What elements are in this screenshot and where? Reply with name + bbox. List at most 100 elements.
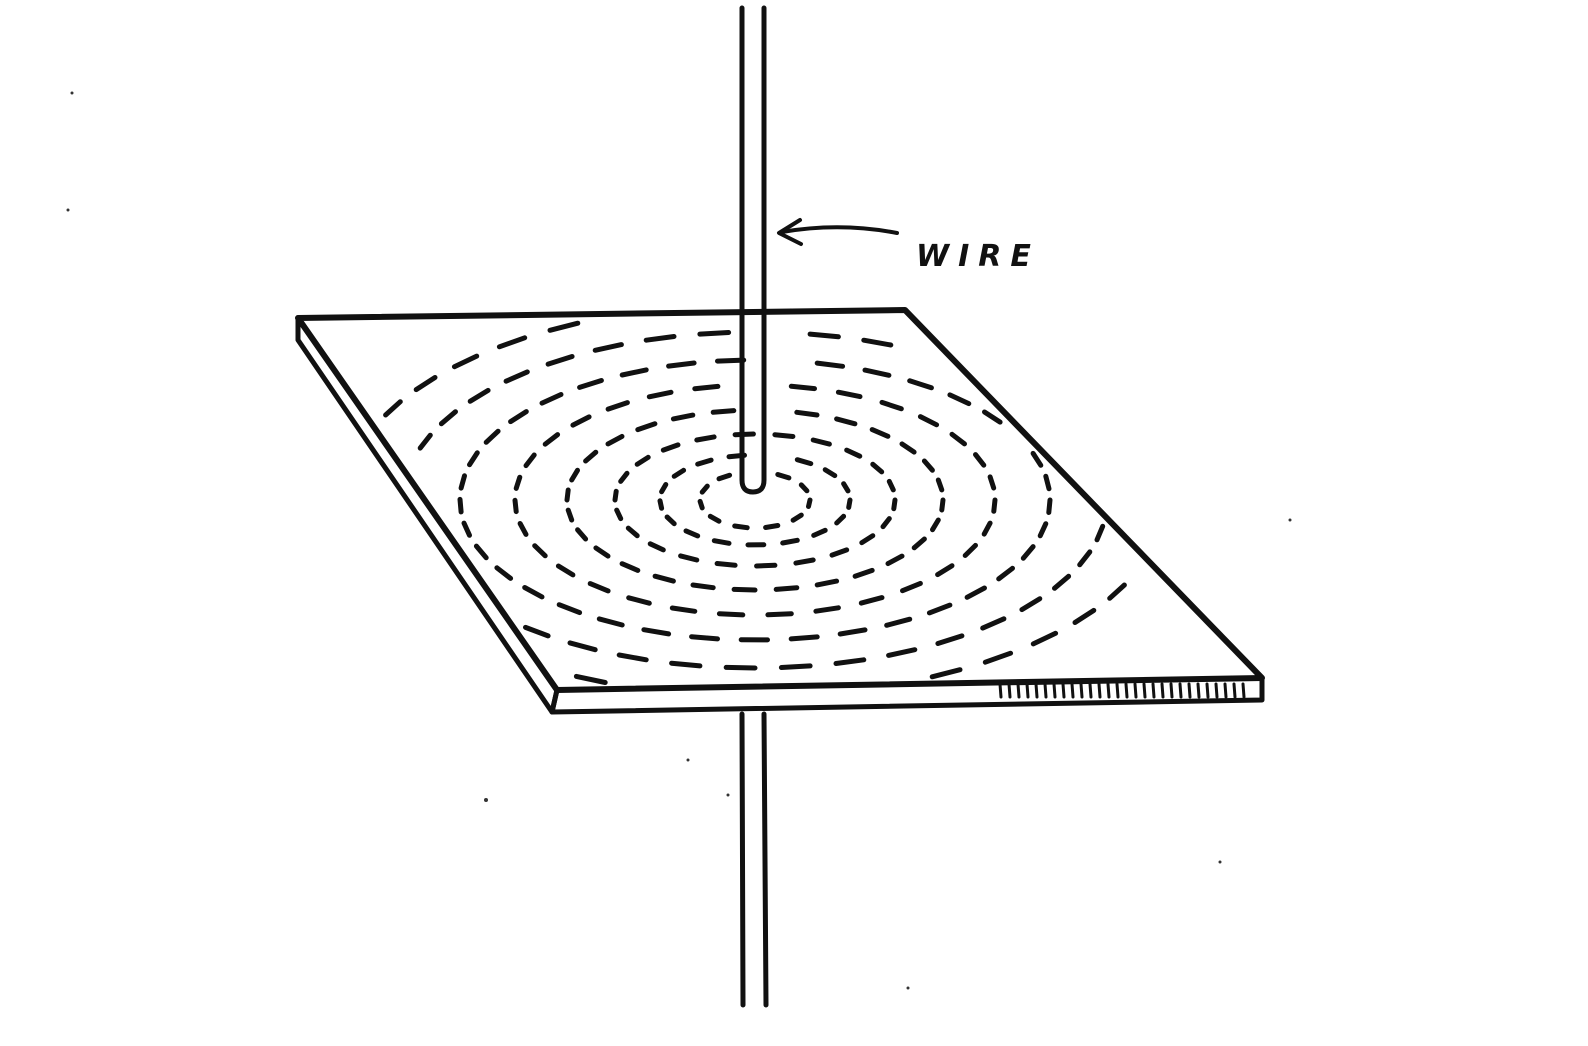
filing-dash xyxy=(461,520,472,538)
filing-dash xyxy=(547,320,581,333)
filing-dash xyxy=(467,450,480,468)
filing-dash xyxy=(545,354,575,367)
filing-dash xyxy=(962,542,978,558)
edge-hatch-stroke xyxy=(1133,682,1138,699)
filing-dash xyxy=(964,585,987,600)
filing-dash xyxy=(732,523,750,531)
filing-dash xyxy=(716,611,746,618)
filing-dash xyxy=(596,616,625,628)
filing-dash xyxy=(697,330,732,337)
filing-dash xyxy=(695,457,714,467)
filing-dash xyxy=(592,342,624,353)
filing-dash xyxy=(935,633,965,646)
filing-dash xyxy=(765,611,794,618)
filing-dash xyxy=(513,474,523,491)
board-edge-hatching xyxy=(998,682,1246,699)
filing-dash xyxy=(949,431,967,447)
wire-lower-right-line xyxy=(761,711,769,1008)
filing-dash xyxy=(692,383,721,392)
edge-hatch-stroke xyxy=(1142,682,1147,699)
filing-dash xyxy=(659,482,669,495)
iron-filings-pattern xyxy=(383,320,1127,685)
filing-dash xyxy=(907,378,934,391)
filing-dash xyxy=(689,634,720,642)
filing-dash xyxy=(982,409,1003,425)
filing-dash xyxy=(715,357,747,364)
edge-hatch-stroke xyxy=(998,682,1003,699)
filing-dash xyxy=(697,498,705,511)
filing-dash xyxy=(1052,573,1072,591)
filing-dash xyxy=(921,458,935,473)
filing-dash xyxy=(641,627,672,637)
filing-dash xyxy=(711,538,732,546)
filing-dash xyxy=(523,452,537,469)
filing-dash xyxy=(532,543,548,559)
wire-upper-segment xyxy=(739,5,767,495)
filing-dash xyxy=(788,383,817,392)
filing-dash xyxy=(619,367,649,378)
filing-dash xyxy=(413,375,438,393)
filing-dash xyxy=(716,472,733,482)
filing-dash xyxy=(1077,549,1093,568)
filing-dash xyxy=(1037,521,1049,539)
edge-hatch-stroke xyxy=(1016,682,1021,699)
edge-hatch-stroke xyxy=(1025,682,1030,699)
filing-dash xyxy=(1107,582,1127,601)
filing-dash xyxy=(657,498,665,511)
filing-dash xyxy=(1043,473,1052,492)
filing-dash xyxy=(634,454,651,467)
filing-dash xyxy=(660,442,681,453)
filing-dash xyxy=(917,414,940,428)
filing-dash xyxy=(844,447,863,459)
filing-dash xyxy=(625,525,640,539)
filing-dash xyxy=(508,409,529,425)
filing-dash xyxy=(457,496,464,515)
filing-dash xyxy=(512,497,519,515)
filing-dash xyxy=(814,578,840,588)
scan-speck xyxy=(726,793,730,797)
filing-dash xyxy=(652,573,676,584)
filing-dash xyxy=(564,487,571,503)
filing-dash xyxy=(763,523,781,530)
edge-hatch-stroke xyxy=(1151,682,1156,699)
filing-dash xyxy=(494,565,514,581)
filing-dash xyxy=(555,563,576,578)
filing-dash xyxy=(930,517,941,533)
filing-dash xyxy=(417,432,433,451)
filing-dash xyxy=(852,567,875,579)
scan-speck xyxy=(66,208,70,212)
edge-hatch-stroke xyxy=(1160,682,1165,699)
scan-speck xyxy=(1288,518,1292,522)
filing-dash xyxy=(496,335,528,350)
filing-dash xyxy=(790,512,804,523)
filing-dash xyxy=(841,481,851,494)
filing-dash xyxy=(798,482,810,494)
filing-dash xyxy=(935,477,945,493)
edge-hatch-stroke xyxy=(1232,682,1237,699)
filing-dash xyxy=(1020,544,1036,561)
filing-dash xyxy=(542,432,561,447)
filing-dash xyxy=(467,387,491,404)
filing-dash xyxy=(891,497,898,512)
filing-dash xyxy=(605,400,630,412)
filing-dash xyxy=(879,399,904,412)
filing-dash xyxy=(981,520,993,537)
filing-dash xyxy=(616,652,649,663)
filing-dash xyxy=(814,360,846,369)
filing-dash xyxy=(593,545,611,559)
filing-dash xyxy=(438,409,458,427)
edge-hatch-stroke xyxy=(1097,682,1102,699)
filing-dash xyxy=(991,497,998,514)
filing-dash xyxy=(886,478,896,493)
edge-hatch-stroke xyxy=(1061,682,1066,699)
filing-dash xyxy=(829,547,850,558)
filing-dash xyxy=(754,562,778,569)
filing-dash xyxy=(670,412,696,422)
filing-dash xyxy=(503,369,530,384)
filing-dash xyxy=(833,657,867,666)
edge-hatch-stroke xyxy=(1007,682,1012,699)
filing-dash xyxy=(643,334,677,343)
filing-dash xyxy=(885,553,905,567)
filing-dash xyxy=(683,528,701,539)
filing-dash xyxy=(947,392,972,407)
